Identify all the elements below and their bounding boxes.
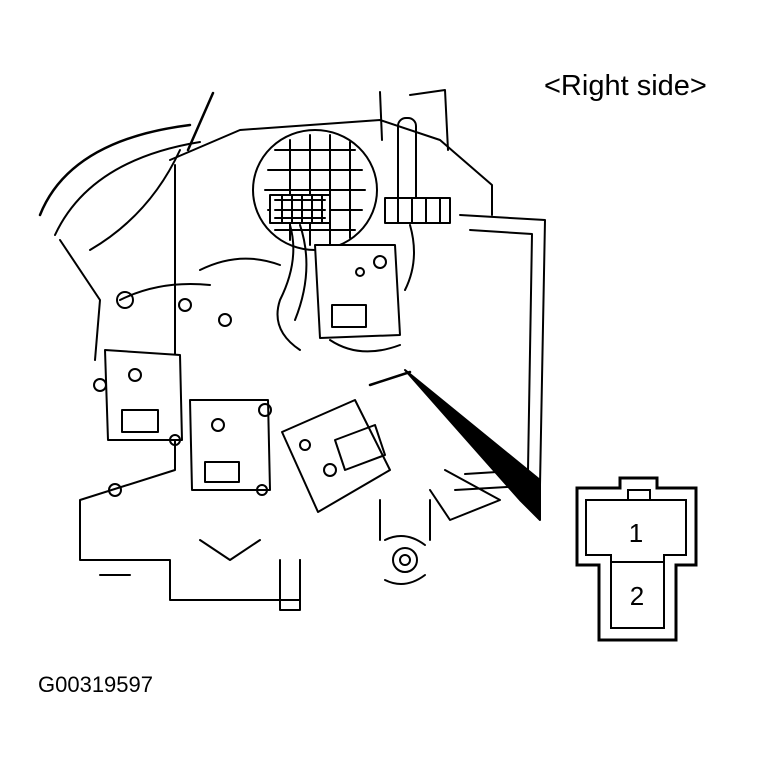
figure-code: G00319597 (38, 672, 153, 697)
connector-pin-2-label: 2 (630, 581, 644, 611)
connector-face: 1 2 (575, 476, 698, 642)
hvac-unit-illustration (38, 89, 546, 611)
connector-pin-1-label: 1 (629, 518, 643, 548)
side-label: <Right side> (544, 70, 707, 102)
